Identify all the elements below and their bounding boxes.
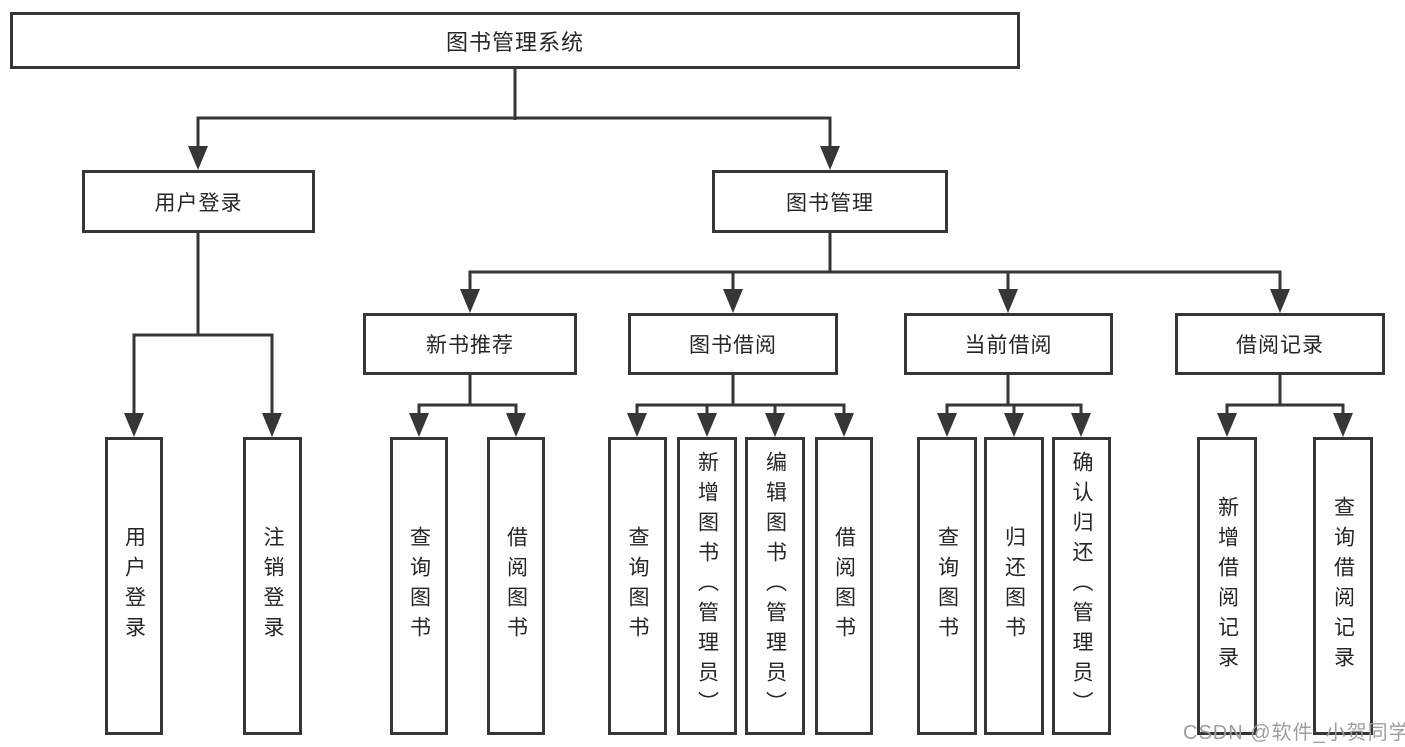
node-user-login: 用户登录: [82, 170, 315, 233]
node-query-books-1: 查询图书: [390, 437, 448, 735]
node-borrow-books-1: 借阅图书: [487, 437, 545, 735]
node-label: 图书借阅: [689, 334, 777, 357]
node-edit-books-admin: 编辑图书（管理员）: [745, 437, 805, 735]
node-user-login-leaf: 用户登录: [105, 437, 163, 735]
node-borrow-books-2: 借阅图书: [815, 437, 873, 735]
csdn-watermark: CSDN @软件_小贺同学: [1183, 722, 1405, 744]
node-label: 新增图书（管理员）: [695, 451, 719, 721]
node-query-borrow-record: 查询借阅记录: [1313, 437, 1373, 735]
node-return-books: 归还图书: [984, 437, 1044, 735]
node-label: 确认归还（管理员）: [1070, 451, 1093, 721]
node-label: 查询图书: [935, 526, 959, 646]
node-book-borrowing: 图书借阅: [628, 313, 838, 375]
node-label: 查询图书: [626, 526, 649, 646]
node-new-book-recommendation: 新书推荐: [363, 313, 577, 375]
node-label: 查询借阅记录: [1331, 496, 1355, 676]
node-query-books-3: 查询图书: [917, 437, 977, 735]
node-current-borrowing: 当前借阅: [904, 313, 1113, 375]
node-label: 新书推荐: [426, 334, 514, 357]
node-label: 用户登录: [154, 191, 243, 215]
node-add-books-admin: 新增图书（管理员）: [677, 437, 737, 735]
node-label: 借阅图书: [832, 526, 856, 646]
node-confirm-return-admin: 确认归还（管理员）: [1052, 437, 1111, 735]
node-library-management-system: 图书管理系统: [10, 12, 1020, 69]
node-label: 查询图书: [407, 526, 431, 646]
node-label: 用户登录: [122, 526, 146, 646]
node-label: 编辑图书（管理员）: [763, 451, 787, 721]
node-label: 借阅图书: [504, 526, 528, 646]
node-label: 归还图书: [1002, 526, 1026, 646]
node-book-management: 图书管理: [712, 170, 948, 233]
node-add-borrow-record: 新增借阅记录: [1197, 437, 1257, 735]
node-query-books-2: 查询图书: [608, 437, 667, 735]
node-label: 当前借阅: [964, 334, 1053, 357]
node-label: 借阅记录: [1236, 334, 1324, 357]
node-borrowing-records: 借阅记录: [1175, 313, 1385, 375]
node-label: 图书管理: [786, 191, 874, 215]
node-label: 图书管理系统: [445, 29, 584, 55]
node-logout: 注销登录: [243, 437, 302, 735]
node-label: 新增借阅记录: [1215, 496, 1239, 676]
node-label: 注销登录: [261, 526, 284, 646]
